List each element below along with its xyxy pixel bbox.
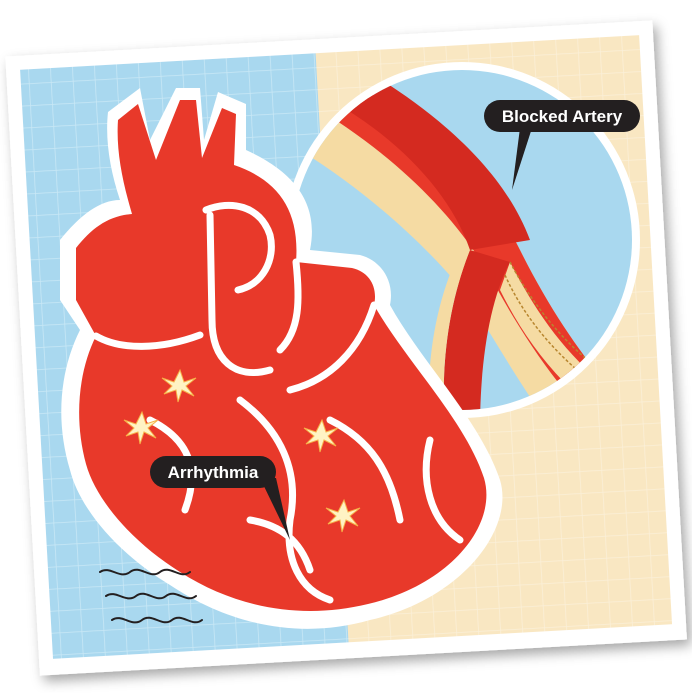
arrhythmia-label: Arrhythmia [168,463,259,482]
blocked-artery-label: Blocked Artery [502,107,623,126]
